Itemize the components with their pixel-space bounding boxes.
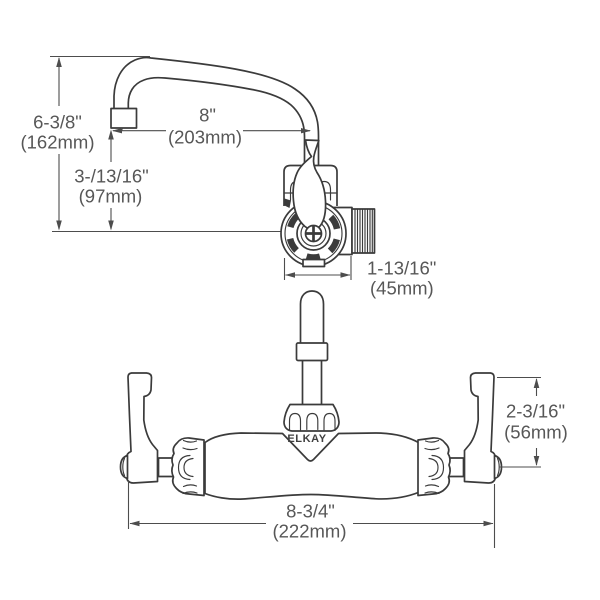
dim-overall-width-inches: 8-3/4" (286, 501, 335, 522)
brand-label: ELKAY (287, 433, 326, 445)
spout-stub (295, 290, 329, 407)
dim-spout-reach-metric: (203mm) (168, 127, 242, 148)
right-coupling-nut (417, 437, 451, 497)
dim-spout-height-inches: 6-3/8" (33, 112, 82, 133)
side-view: 6-3/8" (162mm) 8" (203mm) 3-/13/16" (97m… (20, 55, 436, 299)
left-lever (125, 372, 159, 484)
dim-handle-height-inches: 2-3/16" (506, 401, 565, 422)
threaded-inlet (351, 208, 376, 254)
dim-outlet-to-centerline-metric: (97mm) (79, 186, 143, 207)
swing-spout (113, 56, 320, 167)
escutcheon-tab (302, 258, 326, 268)
dim-handle-height: 2-3/16" (56mm) (497, 376, 568, 468)
right-handle-assembly (417, 372, 503, 497)
faucet-body (204, 432, 421, 500)
front-view: ELKAY 2-3/16" (56mm) 8-3/4" (222mm) (119, 290, 568, 548)
right-lever (463, 372, 497, 484)
detail-wedge (284, 198, 291, 208)
dim-body-depth: 1-13/16" (45mm) (283, 256, 436, 299)
dim-spout-height: 6-3/8" (162mm) (20, 57, 95, 231)
side-lever-handle (292, 139, 327, 231)
dim-body-depth-inches: 1-13/16" (367, 258, 436, 279)
left-end-cap (119, 454, 129, 480)
dim-spout-reach-inches: 8" (199, 105, 216, 126)
dim-outlet-to-centerline: 3-/13/16" (97mm) (74, 129, 149, 231)
spout-bonnet (283, 403, 340, 432)
dim-spout-reach: 8" (203mm) (112, 105, 311, 148)
dim-outlet-to-centerline-inches: 3-/13/16" (74, 166, 148, 187)
dim-spout-height-metric: (162mm) (20, 132, 94, 153)
dim-body-depth-metric: (45mm) (370, 278, 434, 299)
spout-nozzle (110, 107, 138, 129)
left-handle-assembly (119, 372, 205, 497)
dim-handle-height-metric: (56mm) (504, 422, 568, 443)
dim-overall-width: 8-3/4" (222mm) (127, 481, 496, 548)
left-coupling-nut (171, 437, 205, 497)
dim-overall-width-metric: (222mm) (272, 521, 346, 542)
center-screw (304, 224, 323, 243)
